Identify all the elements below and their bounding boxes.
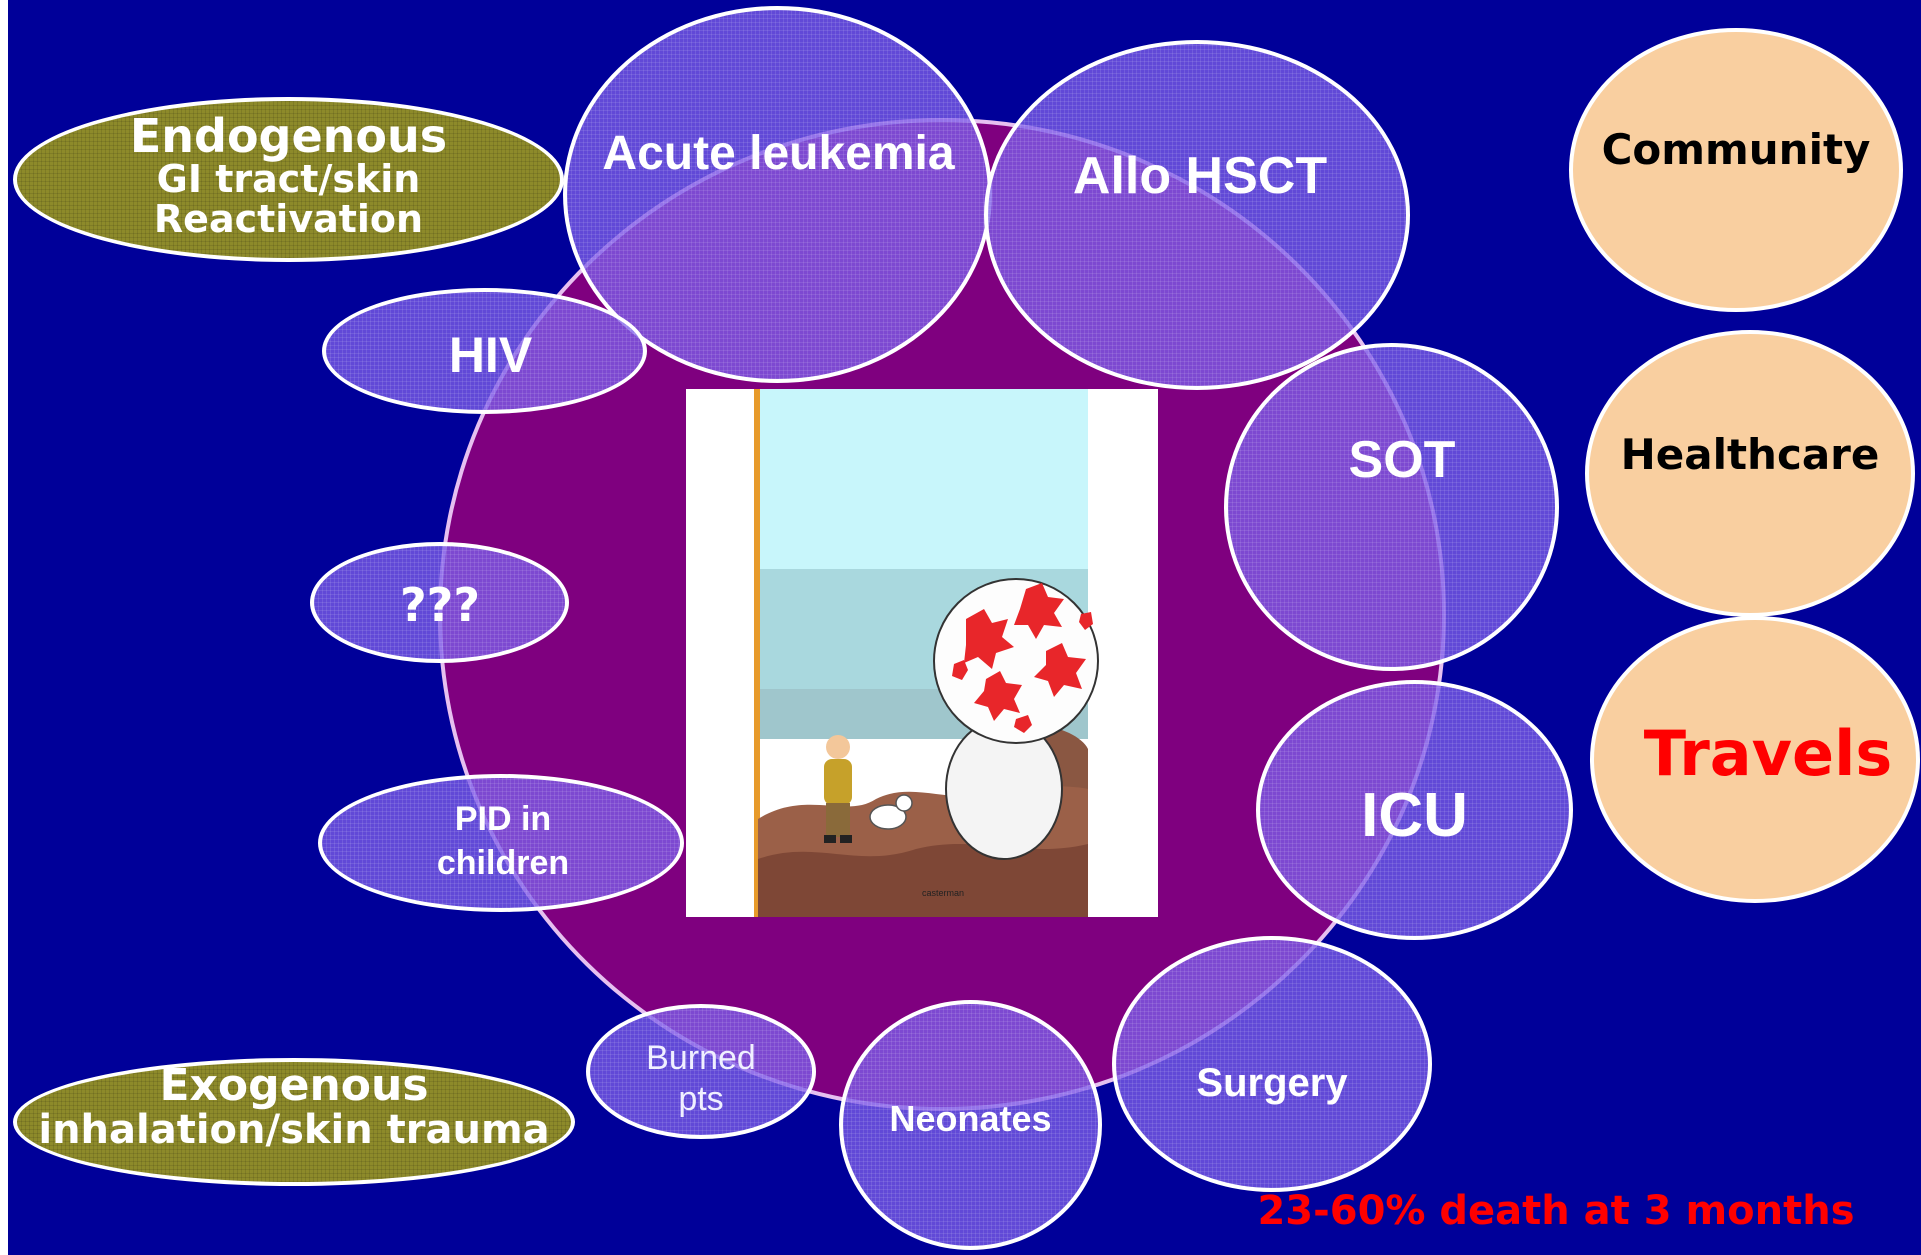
pid-line-1: PID in bbox=[398, 797, 608, 841]
icu-label: ICU bbox=[1296, 785, 1533, 847]
pid-line-2: children bbox=[398, 841, 608, 885]
endogenous-label: Endogenous GI tract/skin Reactivation bbox=[38, 112, 539, 240]
cover-image: casterman bbox=[686, 389, 1158, 917]
hiv-label: HIV bbox=[388, 330, 593, 380]
cover-publisher: casterman bbox=[922, 888, 964, 898]
burned-label: Burned pts bbox=[618, 1038, 784, 1120]
bubble-allo-hsct bbox=[984, 40, 1410, 390]
community-label: Community bbox=[1581, 129, 1891, 171]
endogenous-line-1: Endogenous bbox=[38, 112, 539, 160]
exogenous-label: Exogenous inhalation/skin trauma bbox=[18, 1063, 570, 1151]
burned-line-1: Burned bbox=[618, 1038, 784, 1079]
unknown-group-label: ??? bbox=[340, 582, 540, 628]
sot-label: SOT bbox=[1282, 434, 1522, 486]
allo-hsct-label: Allo HSCT bbox=[1022, 150, 1378, 202]
bubble-sot bbox=[1224, 343, 1559, 671]
pid-children-label: PID in children bbox=[398, 797, 608, 885]
endogenous-line-2: GI tract/skin bbox=[38, 160, 539, 200]
surgery-label: Surgery bbox=[1142, 1063, 1402, 1103]
healthcare-label: Healthcare bbox=[1597, 434, 1903, 476]
neonates-label: Neonates bbox=[851, 1101, 1090, 1137]
acute-leukemia-label: Acute leukemia bbox=[571, 130, 986, 178]
diagram-panel: casterman Acute leukemia Allo HSCT HIV ?… bbox=[8, 0, 1921, 1255]
exogenous-line-1: Exogenous bbox=[18, 1063, 570, 1109]
endogenous-line-3: Reactivation bbox=[38, 200, 539, 240]
mortality-note: 23-60% death at 3 months bbox=[1226, 1191, 1886, 1231]
cover-illustration: casterman bbox=[686, 389, 1158, 917]
travels-label: Travels bbox=[1628, 723, 1908, 785]
exogenous-line-2: inhalation/skin trauma bbox=[18, 1109, 570, 1151]
burned-line-2: pts bbox=[618, 1079, 784, 1120]
